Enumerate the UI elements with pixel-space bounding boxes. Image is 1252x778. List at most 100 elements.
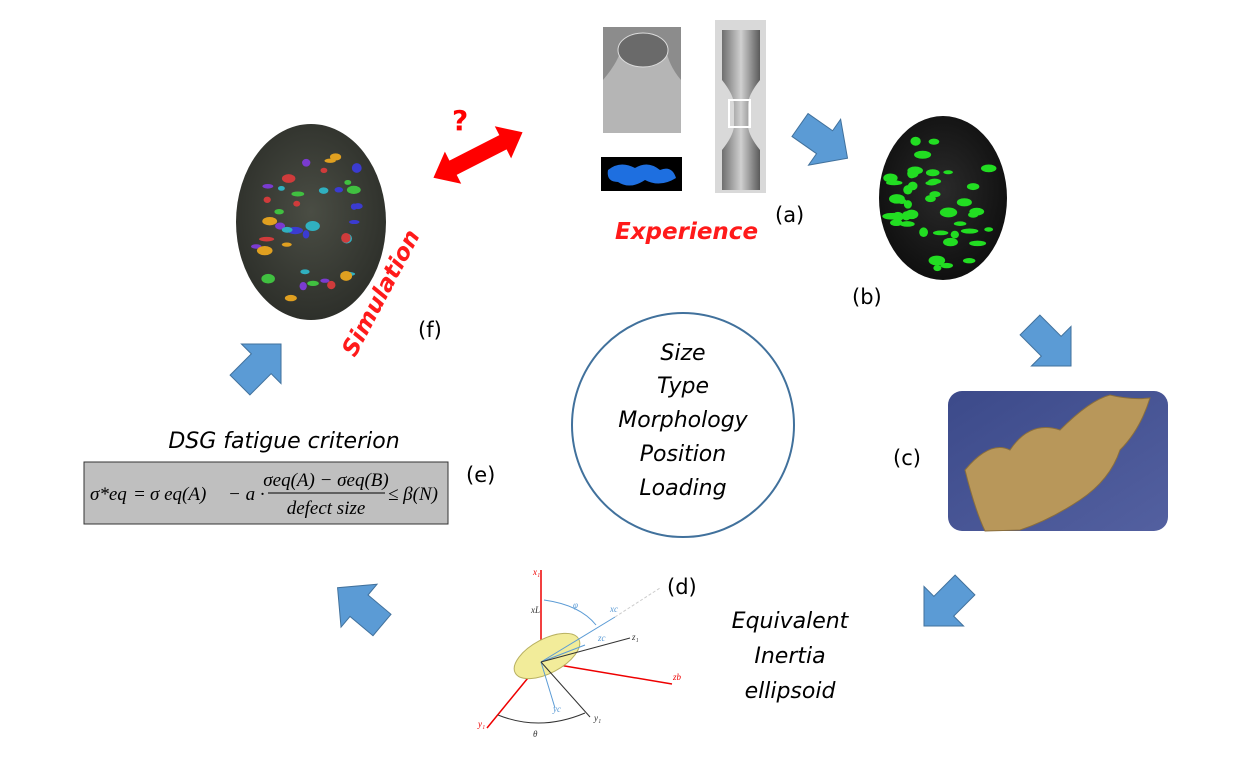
arrow-e-to-f <box>219 323 302 406</box>
simulated-defect <box>299 282 307 291</box>
tomography-defects-green <box>879 116 1007 280</box>
svg-text:xL: xL <box>530 605 540 615</box>
svg-text:defect size: defect size <box>287 498 366 519</box>
inertia-ellipsoid-figure: x₁ xL φ xc zc z₁ zb yc y₁ y₁ θ <box>477 567 682 739</box>
defect-blob <box>928 138 940 145</box>
svg-text:− a ·: − a · <box>228 484 265 505</box>
simulated-defect <box>334 187 344 193</box>
defect-blob <box>984 227 994 232</box>
simulated-defect <box>329 153 342 161</box>
defect-blob <box>925 169 940 177</box>
svg-text:σeq(A) − σeq(B): σeq(A) − σeq(B) <box>263 470 388 491</box>
defect-blob <box>899 221 915 227</box>
svg-text:y₁: y₁ <box>593 713 601 723</box>
label-a: (a) <box>775 203 804 227</box>
region-of-interest-box <box>728 99 751 128</box>
red-double-arrow <box>433 126 523 184</box>
defect-blob <box>882 213 900 220</box>
defect-blob <box>925 180 938 186</box>
param-type: Type <box>657 374 709 399</box>
simulated-defect <box>274 209 284 215</box>
param-position: Position <box>640 442 726 467</box>
label-e: (e) <box>466 463 495 487</box>
simulated-defect <box>262 184 274 189</box>
svg-text:φ: φ <box>573 600 578 610</box>
simulated-defect <box>284 294 297 302</box>
label-d: (d) <box>667 575 697 599</box>
defect-blob <box>953 221 967 226</box>
svg-text:zc: zc <box>597 633 606 643</box>
simulated-defect <box>320 278 330 283</box>
simulated-defect <box>302 158 311 167</box>
simulated-defect <box>348 220 360 225</box>
simulated-defect <box>281 174 296 183</box>
defect-blob <box>940 262 954 269</box>
simulated-defect <box>256 246 273 256</box>
svg-text:θ: θ <box>533 729 538 739</box>
svg-text:=: = <box>133 484 146 505</box>
arrow-a-to-b <box>783 101 865 182</box>
simulated-defect <box>263 196 271 203</box>
simulated-defect <box>281 242 292 247</box>
defect-blob <box>883 173 898 183</box>
simulation-defects-colored <box>236 124 386 320</box>
defect-blob <box>943 237 958 247</box>
ellipsoid-text-line1: Equivalent <box>732 609 850 634</box>
svg-text:y₁: y₁ <box>477 719 485 729</box>
ellipsoid-text-line2: Inertia <box>754 644 825 669</box>
param-loading: Loading <box>639 476 726 501</box>
svg-text:xc: xc <box>609 604 618 614</box>
criterion-title: DSG fatigue criterion <box>168 429 399 454</box>
question-mark: ? <box>452 104 468 137</box>
svg-text:σ*eq: σ*eq <box>90 484 127 505</box>
defect-parameters-circle <box>571 312 795 538</box>
simulated-defect <box>320 167 328 174</box>
label-f: (f) <box>418 318 442 342</box>
simulated-defect <box>327 280 336 290</box>
defect-blob <box>910 136 921 146</box>
svg-text:σ eq(A): σ eq(A) <box>150 484 206 505</box>
defect-blob <box>914 150 932 159</box>
simulated-defect <box>262 217 278 226</box>
simulated-defect <box>275 222 286 230</box>
simulated-defect <box>324 158 336 163</box>
defect-blob <box>919 227 928 237</box>
defect-blob <box>907 168 917 179</box>
dsg-formula: σ*eq = σ eq(A) − a · σeq(A) − σeq(B) def… <box>90 470 438 519</box>
simulated-defect <box>305 221 320 232</box>
simulated-defect <box>351 163 362 173</box>
defect-blob <box>925 195 936 203</box>
defect-blob <box>956 198 972 207</box>
defect-blob <box>962 258 976 264</box>
defect-blob <box>980 164 997 173</box>
defect-blob <box>960 228 979 234</box>
simulated-defect <box>302 230 310 239</box>
simulated-defect <box>261 273 275 284</box>
label-b: (b) <box>852 285 882 309</box>
simulated-defect <box>250 244 262 249</box>
defect-blob <box>950 230 959 239</box>
formula-box <box>83 461 449 525</box>
svg-text:yc: yc <box>552 704 561 714</box>
defect-blob <box>966 183 980 191</box>
defect-blob <box>903 200 912 209</box>
defect-blob <box>904 209 919 220</box>
simulated-defect <box>259 236 275 242</box>
defect-blob <box>903 185 913 195</box>
simulated-defect <box>281 226 293 233</box>
simulated-defect <box>307 280 319 286</box>
arrow-c-to-d <box>903 564 986 647</box>
defect-3d-reconstruction <box>948 391 1168 532</box>
defect-blob <box>969 240 987 247</box>
simulated-defect <box>318 187 329 194</box>
svg-text:zb: zb <box>672 672 682 682</box>
defect-blob <box>943 170 953 175</box>
label-c: (c) <box>893 446 921 470</box>
defect-blob <box>968 211 979 218</box>
simulated-defect <box>300 269 310 275</box>
arrow-b-to-c <box>1009 304 1092 387</box>
param-morphology: Morphology <box>618 408 748 433</box>
simulated-defect <box>277 185 285 191</box>
